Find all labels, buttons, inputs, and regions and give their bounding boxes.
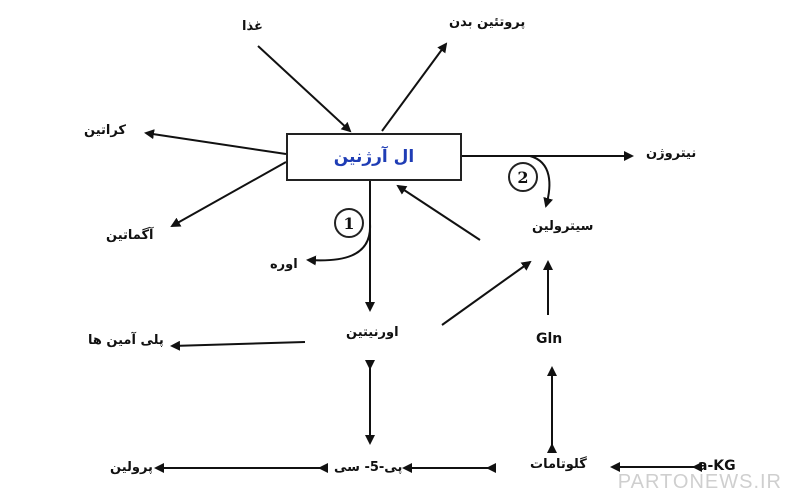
enzyme-1-circle: 1 [334, 208, 364, 238]
akg-label: a-KG [698, 458, 736, 474]
nitric-oxide-label: نیتروژن [646, 146, 697, 161]
ornithine-label: اورنیتین [346, 325, 399, 340]
arrow-arginine-to-agmatine [170, 161, 287, 227]
proline-label: پرولین [110, 460, 153, 475]
enzyme-2-circle: 2 [508, 162, 538, 192]
creatine-label: کراتین [84, 123, 126, 138]
arrow-enzyme1-to-urea [306, 223, 372, 266]
arrow-ornithine-to-polyamines [170, 340, 306, 351]
arrow-arginine-to-body-protein [381, 42, 448, 132]
arrow-enzyme2-to-citrulline [529, 155, 554, 208]
agmatine-label: آگماتین [106, 228, 154, 243]
arrow-ornithine-to-citrulline [441, 260, 532, 326]
arrow-food-to-arginine [257, 45, 352, 133]
arginine-box: ال آرژنین [286, 133, 462, 181]
citrulline-label: سیترولین [532, 219, 594, 234]
p5c-label: پی-5- سی [334, 460, 403, 475]
gln-label: Gln [536, 331, 563, 347]
polyamines-label: پلی آمین ها [88, 333, 164, 348]
urea-label: اوره [270, 257, 298, 272]
glutamate-label: گلوتامات [530, 457, 587, 472]
arrow-citrulline-to-arginine [396, 184, 481, 241]
arrow-arginine-to-creatine [144, 129, 287, 155]
enzyme-1-number: 1 [343, 213, 355, 233]
body-protein-label: پروتئین بدن [449, 15, 526, 30]
arginine-label: ال آرژنین [333, 147, 415, 167]
enzyme-2-number: 2 [517, 167, 529, 187]
food-label: غذا [242, 19, 263, 34]
watermark: PARTONEWS.IR [617, 471, 782, 493]
